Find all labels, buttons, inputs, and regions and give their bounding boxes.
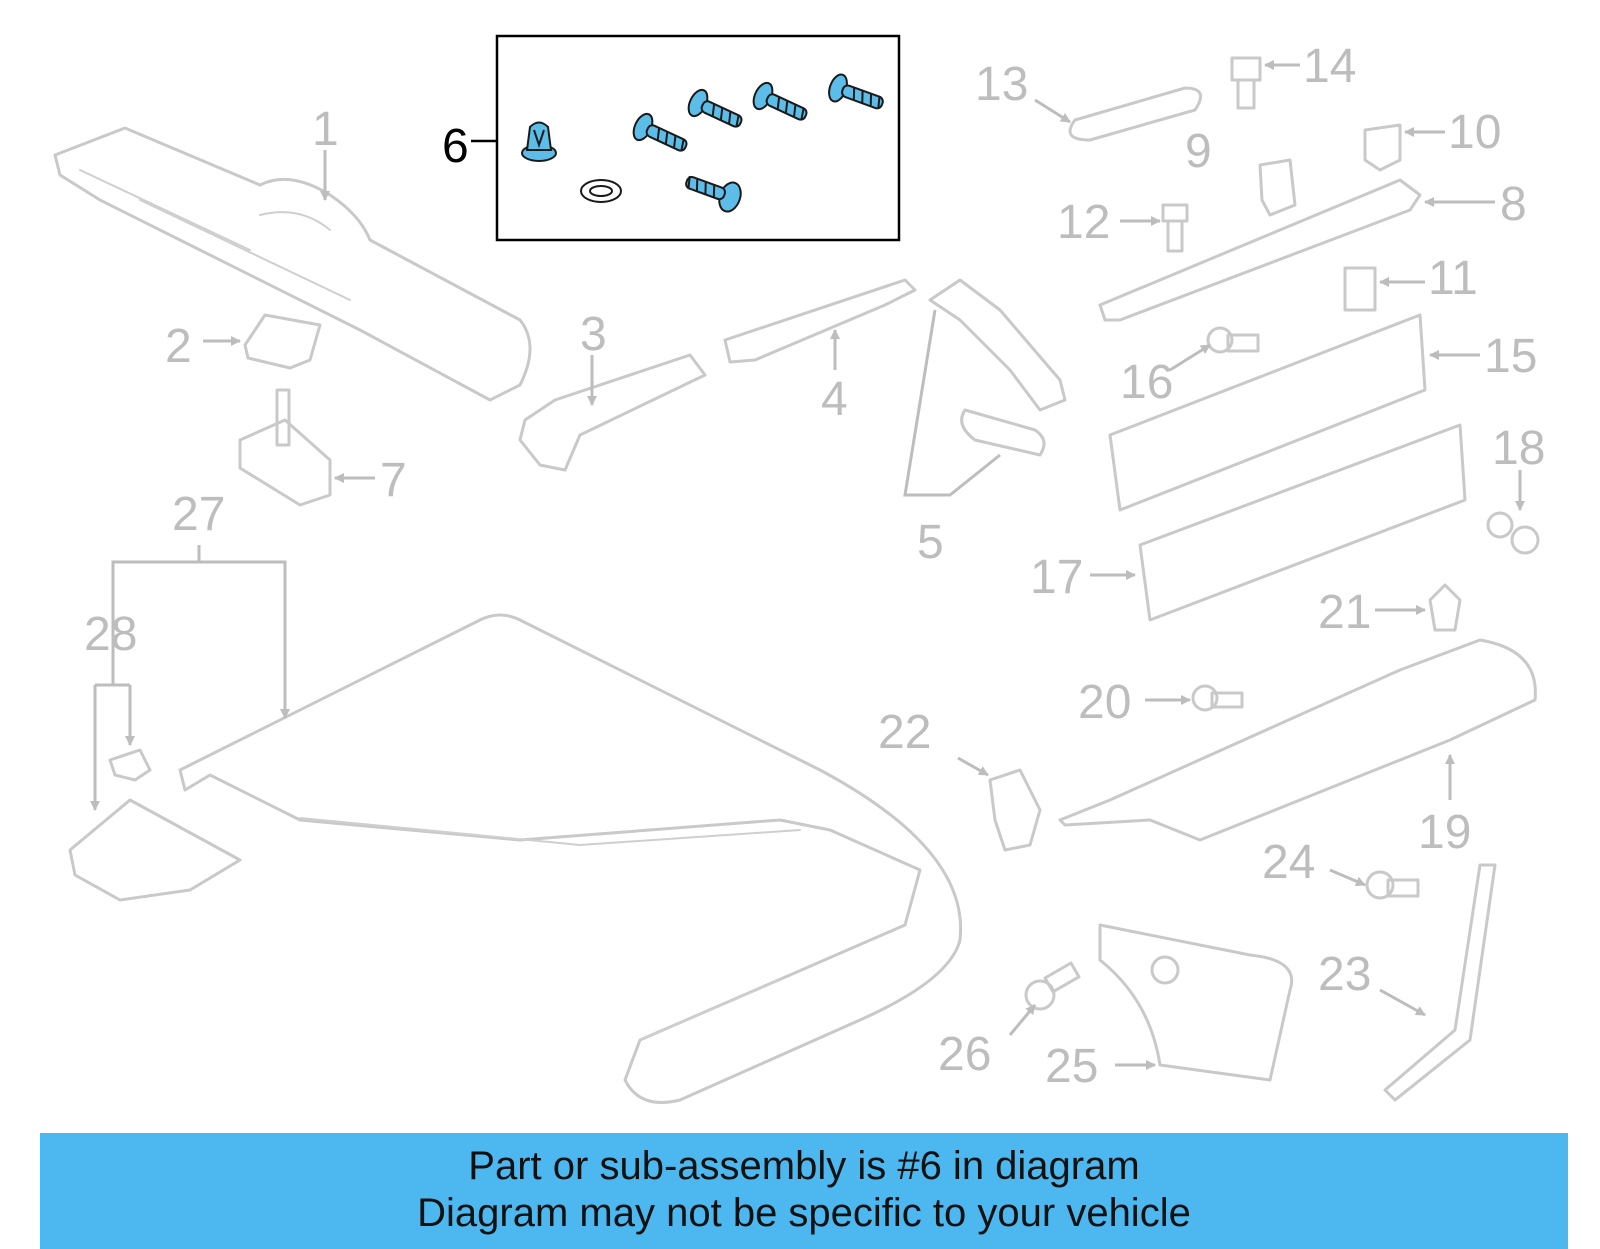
part-13-pad[interactable] bbox=[1034, 86, 1203, 142]
callout-18: 18 bbox=[1492, 422, 1545, 475]
screw-icon bbox=[752, 81, 808, 121]
callout-10: 10 bbox=[1448, 106, 1501, 159]
screw-icon bbox=[687, 88, 743, 128]
callout-labels: 1 2 3 4 5 6 7 8 9 10 11 12 13 14 15 16 1… bbox=[84, 40, 1545, 1093]
callout-20: 20 bbox=[1078, 676, 1131, 729]
callout-19: 19 bbox=[1418, 806, 1471, 859]
part-24-bolt[interactable] bbox=[1329, 868, 1420, 900]
callout-15: 15 bbox=[1484, 330, 1537, 383]
callout-26: 26 bbox=[938, 1028, 991, 1081]
part-4-trim[interactable] bbox=[723, 278, 917, 370]
part-6-fastener-kit-box[interactable] bbox=[471, 34, 901, 242]
info-banner: Part or sub-assembly is #6 in diagram Di… bbox=[40, 1133, 1568, 1249]
part-9-clip[interactable] bbox=[1258, 158, 1297, 217]
callout-23: 23 bbox=[1318, 948, 1371, 1001]
screw-icon bbox=[632, 112, 688, 152]
part-22-bracket[interactable] bbox=[957, 756, 1042, 852]
part-11-nut[interactable] bbox=[1343, 266, 1425, 312]
callout-4: 4 bbox=[821, 373, 848, 426]
callout-28: 28 bbox=[84, 608, 137, 661]
part-3-trim[interactable] bbox=[518, 353, 707, 472]
part-17-panel[interactable] bbox=[1090, 423, 1467, 622]
callout-17: 17 bbox=[1030, 551, 1083, 604]
part-18-bolt[interactable] bbox=[1486, 470, 1540, 555]
callout-16: 16 bbox=[1120, 356, 1173, 409]
part-28-clip-assembly[interactable] bbox=[68, 660, 242, 902]
screw-icon bbox=[828, 73, 884, 110]
callout-5: 5 bbox=[917, 516, 944, 569]
screw-icon bbox=[685, 175, 742, 213]
part-21-clip[interactable] bbox=[1375, 583, 1462, 632]
part-26-plug[interactable] bbox=[1008, 961, 1081, 1036]
callout-6[interactable]: 6 bbox=[442, 120, 469, 173]
callout-12: 12 bbox=[1057, 196, 1110, 249]
part-10-clip[interactable] bbox=[1363, 123, 1445, 172]
part-7-mount[interactable] bbox=[238, 388, 375, 507]
part-14-bolt[interactable] bbox=[1230, 56, 1300, 110]
part-1-rear-panel[interactable] bbox=[53, 126, 532, 402]
part-2-bracket[interactable] bbox=[203, 313, 322, 370]
callout-1: 1 bbox=[312, 103, 339, 156]
callout-7: 7 bbox=[380, 454, 407, 507]
callout-9: 9 bbox=[1185, 125, 1212, 178]
part-5-trim[interactable] bbox=[903, 278, 1067, 497]
part-19-tray[interactable] bbox=[1058, 638, 1537, 842]
washer-icon bbox=[580, 179, 622, 203]
callout-27: 27 bbox=[172, 488, 225, 541]
callout-21: 21 bbox=[1318, 586, 1371, 639]
callout-13: 13 bbox=[975, 58, 1028, 111]
banner-disclaimer: Diagram may not be specific to your vehi… bbox=[417, 1191, 1191, 1235]
part-20-bolt[interactable] bbox=[1145, 684, 1244, 712]
callout-14: 14 bbox=[1303, 40, 1356, 93]
part-15-panel[interactable] bbox=[1108, 313, 1480, 512]
callout-3: 3 bbox=[580, 308, 607, 361]
banner-part-note: Part or sub-assembly is #6 in diagram bbox=[468, 1144, 1140, 1188]
part-23-strip[interactable] bbox=[1379, 863, 1497, 1102]
push-clip-icon bbox=[521, 121, 557, 162]
part-25-plate[interactable] bbox=[1098, 923, 1293, 1082]
callout-24: 24 bbox=[1262, 836, 1315, 889]
callout-25: 25 bbox=[1045, 1040, 1098, 1093]
part-8-rail[interactable] bbox=[1098, 178, 1495, 322]
part-12-bolt[interactable] bbox=[1120, 203, 1189, 253]
callout-11: 11 bbox=[1428, 252, 1478, 305]
callout-22: 22 bbox=[878, 706, 931, 759]
part-16-bolt[interactable] bbox=[1169, 326, 1260, 372]
callout-2: 2 bbox=[165, 320, 192, 373]
part-27-top-cover[interactable] bbox=[111, 545, 963, 1104]
callout-8: 8 bbox=[1500, 178, 1527, 231]
